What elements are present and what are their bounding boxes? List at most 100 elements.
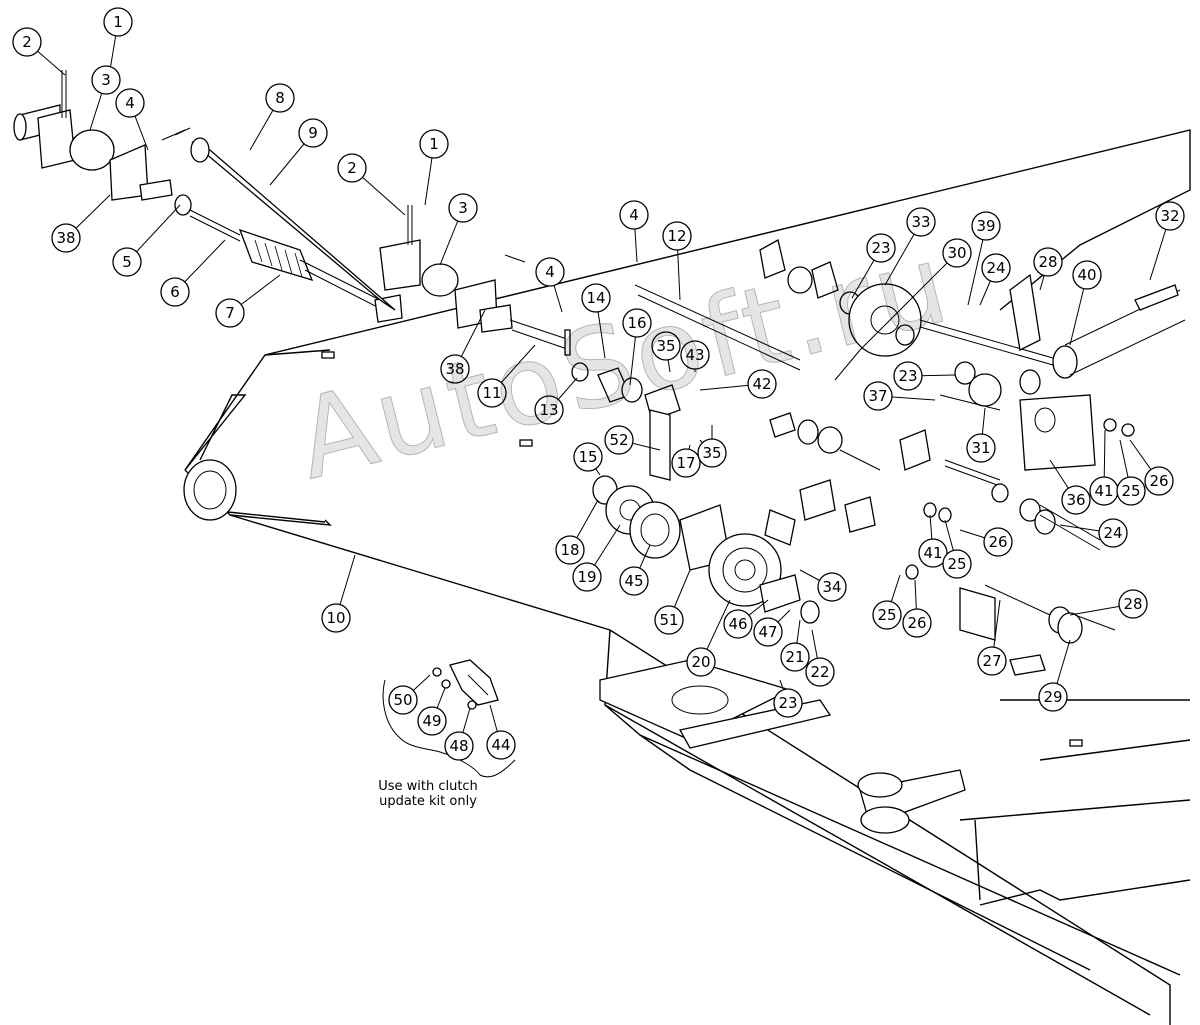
callout-number: 49 xyxy=(422,712,441,730)
callout-number: 23 xyxy=(898,367,917,385)
callout-7: 7 xyxy=(215,298,245,328)
callout-number: 26 xyxy=(907,614,926,632)
callout-circle xyxy=(1072,260,1102,290)
callout-circle xyxy=(160,277,190,307)
callout-13: 13 xyxy=(534,395,564,425)
callout-circle xyxy=(534,395,564,425)
callout-circle xyxy=(619,200,649,230)
callout-36: 36 xyxy=(1061,485,1091,515)
callout-circle xyxy=(680,340,710,370)
callout-23: 23 xyxy=(866,233,896,263)
callout-number: 5 xyxy=(122,253,132,271)
callout-30: 30 xyxy=(942,238,972,268)
callout-number: 41 xyxy=(923,544,942,562)
callout-circle xyxy=(942,238,972,268)
note-line-1: Use with clutch xyxy=(378,779,478,794)
callout-circle xyxy=(477,378,507,408)
callout-14: 14 xyxy=(581,283,611,313)
callout-4: 4 xyxy=(535,257,565,287)
callout-number: 3 xyxy=(101,71,111,89)
callout-circle xyxy=(983,527,1013,557)
callout-37: 37 xyxy=(863,381,893,411)
callout-circle xyxy=(942,549,972,579)
callout-circle xyxy=(1144,466,1174,496)
callout-circle xyxy=(1118,589,1148,619)
center-bracket-assembly xyxy=(379,205,571,356)
callout-22: 22 xyxy=(805,657,835,687)
callout-38: 38 xyxy=(51,223,81,253)
callout-circle xyxy=(1061,485,1091,515)
middle-right-bearing-group xyxy=(769,412,1116,644)
callout-15: 15 xyxy=(573,442,603,472)
callout-6: 6 xyxy=(160,277,190,307)
callout-circle xyxy=(444,731,474,761)
callout-number: 2 xyxy=(347,159,357,177)
callout-circle xyxy=(1155,201,1185,231)
callout-number: 28 xyxy=(1038,253,1057,271)
callout-circle xyxy=(12,27,42,57)
callout-29: 29 xyxy=(1038,682,1068,712)
callout-circle xyxy=(971,211,1001,241)
clutch-sprocket-group xyxy=(571,284,820,624)
callout-number: 38 xyxy=(56,229,75,247)
callout-21: 21 xyxy=(780,642,810,672)
callout-4: 4 xyxy=(115,88,145,118)
callout-41: 41 xyxy=(918,538,948,568)
callout-circle xyxy=(902,608,932,638)
callout-circle xyxy=(321,603,351,633)
callout-circle xyxy=(671,448,701,478)
callout-circle xyxy=(115,88,145,118)
callout-number: 16 xyxy=(627,314,646,332)
callout-circle xyxy=(215,298,245,328)
callout-circle xyxy=(417,706,447,736)
note-line-2: update kit only xyxy=(379,794,477,809)
callout-24: 24 xyxy=(1098,518,1128,548)
callout-number: 2 xyxy=(22,33,32,51)
callout-number: 31 xyxy=(971,439,990,457)
callout-number: 29 xyxy=(1043,688,1062,706)
callout-circle xyxy=(265,83,295,113)
callout-number: 43 xyxy=(685,346,704,364)
callout-24: 24 xyxy=(981,253,1011,283)
callout-circle xyxy=(906,207,936,237)
callout-number: 19 xyxy=(577,568,596,586)
callout-number: 38 xyxy=(445,360,464,378)
callout-41: 41 xyxy=(1089,476,1119,506)
callout-circle xyxy=(866,233,896,263)
callout-1: 1 xyxy=(103,7,133,37)
callout-39: 39 xyxy=(971,211,1001,241)
callout-2: 2 xyxy=(12,27,42,57)
callout-circle xyxy=(555,535,585,565)
callout-35: 35 xyxy=(651,331,681,361)
callout-number: 22 xyxy=(810,663,829,681)
callout-circle xyxy=(448,193,478,223)
callout-number: 6 xyxy=(170,283,180,301)
callout-number: 13 xyxy=(539,401,558,419)
callout-number: 4 xyxy=(629,206,639,224)
callout-circle xyxy=(686,647,716,677)
callout-10: 10 xyxy=(321,603,351,633)
callout-47: 47 xyxy=(753,617,783,647)
callout-number: 48 xyxy=(449,737,468,755)
callout-3: 3 xyxy=(91,65,121,95)
callout-circle xyxy=(918,538,948,568)
callout-number: 25 xyxy=(877,606,896,624)
callout-35: 35 xyxy=(697,438,727,468)
callout-18: 18 xyxy=(555,535,585,565)
callout-circle xyxy=(388,685,418,715)
callout-number: 46 xyxy=(728,615,747,633)
callout-number: 51 xyxy=(659,611,678,629)
callout-number: 7 xyxy=(225,304,235,322)
callout-number: 8 xyxy=(275,89,285,107)
callout-circle xyxy=(337,153,367,183)
callout-number: 17 xyxy=(676,454,695,472)
callout-26: 26 xyxy=(983,527,1013,557)
callout-circle xyxy=(103,7,133,37)
callout-number: 4 xyxy=(125,94,135,112)
callout-23: 23 xyxy=(773,688,803,718)
callout-circle xyxy=(1038,682,1068,712)
clutch-update-kit-inset xyxy=(382,659,516,778)
callout-33: 33 xyxy=(906,207,936,237)
callout-42: 42 xyxy=(747,369,777,399)
